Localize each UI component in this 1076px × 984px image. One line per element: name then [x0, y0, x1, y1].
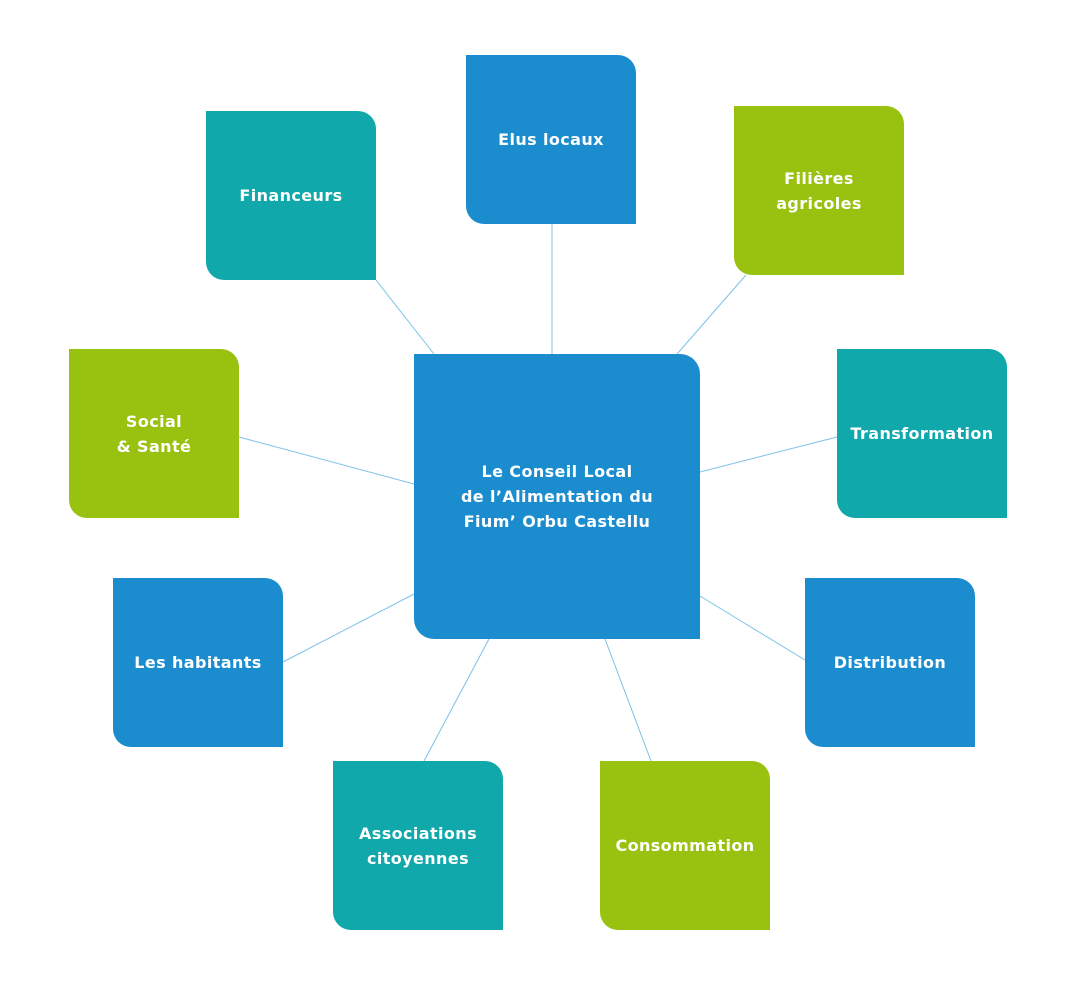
node-consommation: Consommation [600, 761, 770, 930]
node-transformation: Transformation [837, 349, 1007, 518]
node-label: Transformation [850, 424, 994, 443]
node-label: Associations citoyennes [358, 823, 478, 868]
connector-social [238, 436, 415, 485]
node-associations-citoyennes: Associations citoyennes [333, 761, 503, 930]
connector-transformation [699, 436, 838, 473]
node-filieres-agricoles: Filières agricoles [734, 106, 904, 275]
connector-habitants [282, 593, 415, 663]
connector-associations [423, 638, 490, 762]
node-distribution: Distribution [805, 578, 975, 747]
node-label: Consommation [615, 836, 755, 855]
node-label: Les habitants [134, 653, 262, 672]
connector-consommation [604, 638, 652, 762]
node-financeurs: Financeurs [206, 111, 376, 280]
node-social-sante: Social & Santé [69, 349, 239, 518]
node-label: Elus locaux [498, 130, 604, 149]
node-les-habitants: Les habitants [113, 578, 283, 747]
center-node-conseil-local: Le Conseil Local de l’Alimentation du Fi… [414, 354, 700, 639]
connector-filieres [676, 274, 747, 355]
node-label: Filières agricoles [776, 168, 862, 213]
connector-financeurs [375, 279, 435, 355]
node-label: Distribution [833, 653, 947, 672]
node-label: Social & Santé [116, 411, 192, 456]
center-node-label: Le Conseil Local de l’Alimentation du Fi… [460, 462, 654, 531]
connector-distribution [699, 595, 806, 661]
node-elus-locaux: Elus locaux [466, 55, 636, 224]
node-label: Financeurs [239, 186, 343, 205]
